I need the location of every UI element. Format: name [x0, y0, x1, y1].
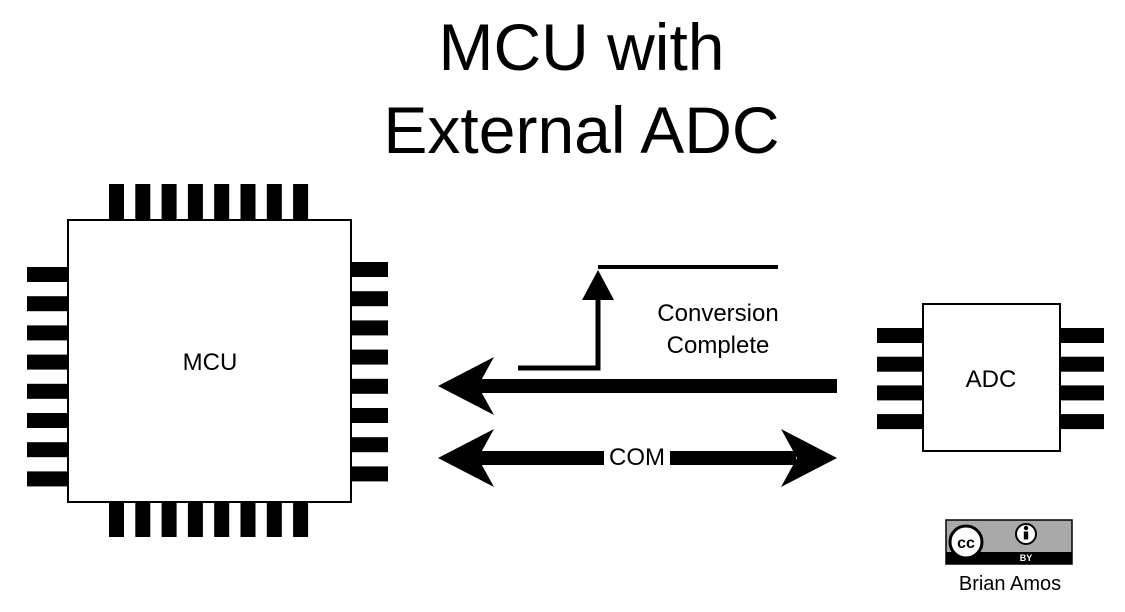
mcu-pin [240, 184, 256, 220]
mcu-pin [293, 502, 309, 537]
adc-pins-right [1060, 328, 1104, 430]
adc-pin [877, 328, 923, 343]
cc-badge-right-text: BY [1020, 553, 1033, 563]
mcu-pin [27, 413, 68, 428]
cc-logo-icon [948, 524, 984, 560]
adc-pin [1060, 328, 1104, 343]
title-line-2: External ADC [383, 93, 780, 167]
adc-pin [877, 414, 923, 430]
mcu-pin [351, 349, 388, 365]
mcu-pin [135, 184, 151, 220]
mcu-pin [161, 502, 177, 537]
mcu-pin [266, 502, 282, 537]
mcu-pins-top [109, 184, 309, 220]
com-label: COM [609, 444, 665, 471]
mcu-pin [351, 291, 388, 307]
adc-pin [877, 385, 923, 401]
mcu-pin [27, 296, 68, 312]
title-line-1: MCU with [438, 10, 725, 84]
adc-pin [877, 356, 923, 372]
mcu-pin [351, 262, 388, 277]
mcu-pin [351, 408, 388, 423]
mcu-pin [27, 325, 68, 341]
mcu-pin [109, 184, 124, 220]
mcu-pin [27, 383, 68, 399]
adc-pin [1060, 356, 1104, 372]
com-label-bg [604, 445, 670, 471]
mcu-pins-left [27, 267, 68, 487]
com-arrowhead-right [781, 429, 837, 487]
adc-label: ADC [965, 366, 1017, 393]
mcu-pin [351, 437, 388, 453]
mcu-pins-right [351, 262, 388, 482]
mcu-pin [27, 267, 68, 282]
mcu-pin [266, 184, 282, 220]
mcu-pin [27, 354, 68, 370]
adc-pin [1060, 385, 1104, 401]
mcu-pin [214, 184, 230, 220]
mcu-pin [135, 502, 151, 537]
mcu-pin [351, 378, 388, 394]
mcu-label: MCU [182, 349, 238, 376]
mcu-chip-body [67, 219, 352, 503]
cc-by-badge: cc BY [945, 519, 1073, 565]
interrupt-arrowhead [438, 357, 494, 415]
mcu-pin [351, 320, 388, 336]
mcu-pin [109, 502, 124, 537]
mcu-pin [187, 184, 203, 220]
mcu-pin [351, 466, 388, 482]
com-arrowhead-left [438, 429, 494, 487]
mcu-pin [214, 502, 230, 537]
mcu-pin [27, 471, 68, 487]
adc-chip-body [922, 303, 1061, 452]
mcu-pin [161, 184, 177, 220]
mcu-pin [187, 502, 203, 537]
mcu-pins-bottom [109, 502, 309, 537]
interrupt-line [478, 379, 837, 393]
conversion-complete-waveform [518, 288, 601, 371]
author-credit: Brian Amos [958, 573, 1062, 595]
waveform-edge-arrowhead [582, 270, 614, 300]
mcu-pin [293, 184, 309, 220]
conversion-complete-label-line-1: Conversion [657, 300, 779, 327]
cc-badge-left-text: cc [957, 535, 975, 552]
adc-pin [1060, 414, 1104, 430]
mcu-pin [27, 442, 68, 458]
mcu-pin [240, 502, 256, 537]
adc-pins-left [877, 328, 923, 430]
conversion-complete-label-line-2: Complete [666, 332, 770, 359]
